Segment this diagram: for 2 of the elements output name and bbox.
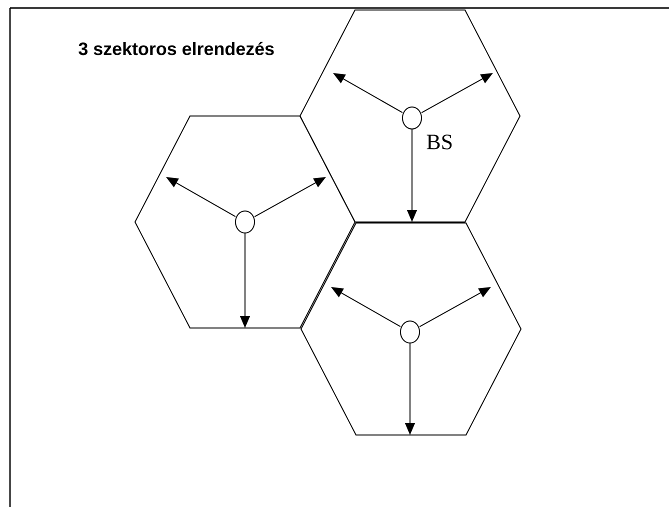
station-label: BS	[426, 134, 452, 150]
title: 3 szektoros elrendezés	[78, 42, 274, 56]
